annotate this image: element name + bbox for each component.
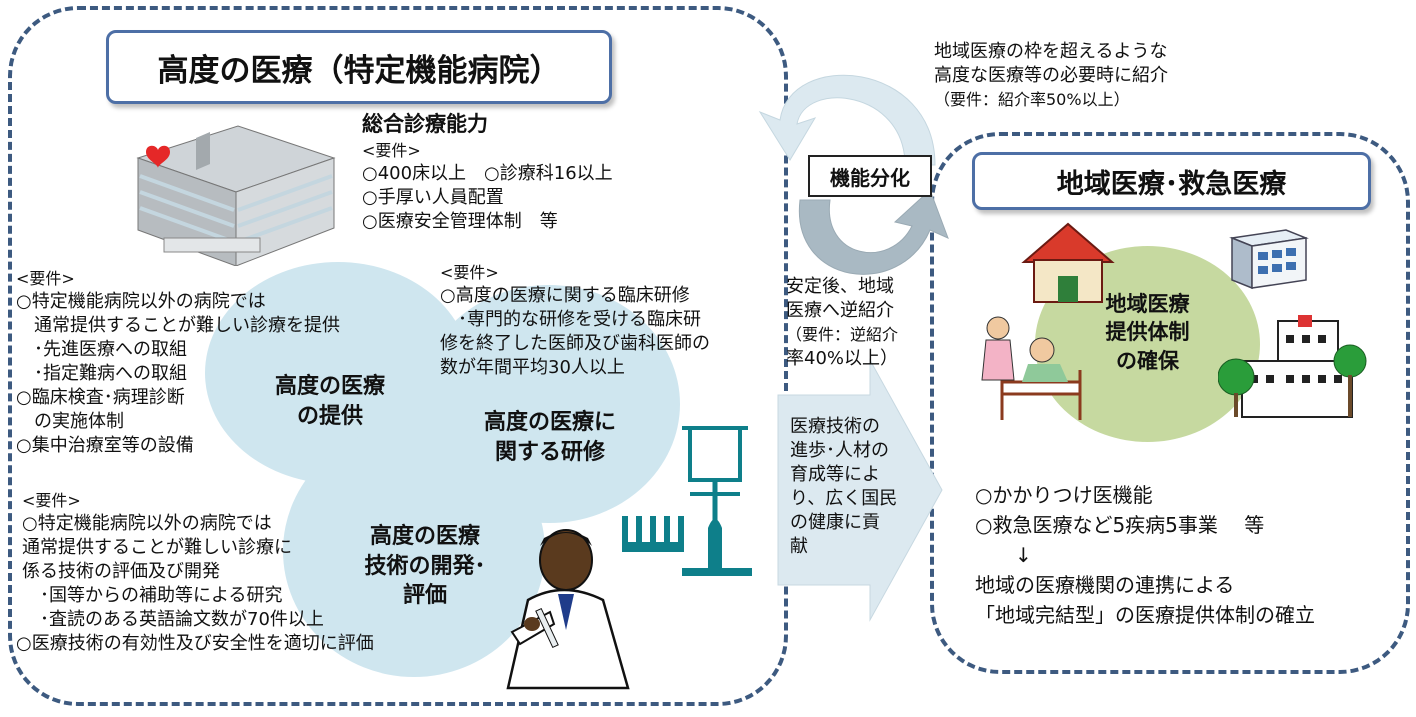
referral-note: 地域医療の枠を超えるような 高度な医療等の必要時に紹介 （要件：紹介率50%以上… <box>934 40 1168 112</box>
regional-line: 「地域完結型」の医療提供体制の確立 <box>975 603 1315 627</box>
advanced-care-title: 高度の医療（特定機能病院） <box>106 30 612 104</box>
regional-care-frame <box>930 132 1410 674</box>
referral-line: 地域医療の枠を超えるような <box>934 41 1168 62</box>
req-line: ･国等からの補助等による研究 <box>22 585 283 606</box>
training-requirements: <要件> ○高度の医療に関する臨床研修 ･専門的な研修を受ける臨床研 修を終了し… <box>440 262 710 380</box>
patient-care-icon <box>981 316 1082 420</box>
lower-curved-arrow <box>798 189 949 275</box>
house-icon <box>1021 222 1115 303</box>
development-circle <box>283 425 545 677</box>
regional-line: ○かかりつけ医機能 <box>975 483 1153 507</box>
capability-line: <要件> <box>362 141 421 160</box>
advanced-care-frame <box>8 6 788 706</box>
regional-care-title: 地域医療･救急医療 <box>972 152 1371 210</box>
req-line: ○特定機能病院以外の病院では <box>22 513 272 534</box>
req-line: <要件> <box>16 269 75 288</box>
req-line: ･専門的な研修を受ける臨床研 <box>440 309 701 330</box>
req-line: ･査読のある英語論文数が70件以上 <box>22 609 324 630</box>
req-line: 通常提供することが難しい診療を提供 <box>16 315 340 336</box>
hospital-icon <box>1218 315 1367 418</box>
req-line: ○集中治療室等の設備 <box>16 435 194 456</box>
req-line: ○医療技術の有効性及び安全性を適切に評価 <box>16 633 374 654</box>
capability-line: ○医療安全管理体制 等 <box>362 211 558 232</box>
req-line: <要件> <box>22 491 81 510</box>
req-line: ･先進医療への取組 <box>16 339 187 360</box>
capability-requirements: <要件> ○400床以上 ○診療科16以上 ○手厚い人員配置 ○医療安全管理体制… <box>362 140 613 234</box>
capability-heading: 総合診療能力 <box>362 112 488 136</box>
hospital-building-icon <box>136 125 336 266</box>
req-line: ○高度の医療に関する臨床研修 <box>440 285 690 306</box>
req-line: <要件> <box>440 263 499 282</box>
clinic-building-icon <box>1229 229 1309 290</box>
regional-line: ○救急医療など5疾病5事業 等 <box>975 513 1265 537</box>
development-requirements: <要件> ○特定機能病院以外の病院では 通常提供することが難しい診療に 係る技術… <box>16 490 374 656</box>
capability-line: ○400床以上 ○診療科16以上 <box>362 163 613 184</box>
contribution-line: り、広く国民 <box>790 488 898 509</box>
reverse-line: 医療へ逆紹介 <box>786 300 894 321</box>
req-line: 修を終了した医師及び歯科医師の <box>440 333 710 354</box>
regional-system-label: 地域医療 提供体制 の確保 <box>1105 292 1190 373</box>
reverse-line: 安定後、地域 <box>786 276 894 297</box>
req-line: ○臨床検査･病理診断 <box>16 387 185 408</box>
regional-functions: ○かかりつけ医機能 ○救急医療など5疾病5事業 等 ↓ 地域の医療機関の連携によ… <box>975 480 1315 630</box>
req-line: 通常提供することが難しい診療に <box>22 537 292 558</box>
reverse-referral-note: 安定後、地域 医療へ逆紹介 （要件：逆紹介 率40%以上） <box>786 275 898 371</box>
upper-curved-arrow <box>758 74 936 166</box>
req-line: ･指定難病への取組 <box>16 363 187 384</box>
contribution-arrow <box>777 358 943 622</box>
contribution-line: 育成等によ <box>790 464 880 485</box>
referral-line: （要件：紹介率50%以上） <box>934 90 1130 109</box>
down-arrow-icon: ↓ <box>975 543 1032 567</box>
req-line: 係る技術の評価及び開発 <box>22 561 220 582</box>
scientist-icon <box>506 529 630 690</box>
provision-requirements: <要件> ○特定機能病院以外の病院では 通常提供することが難しい診療を提供 ･先… <box>16 268 340 458</box>
lab-equipment-icon <box>622 426 752 576</box>
contribution-line: 医療技術の <box>790 416 880 437</box>
reverse-line: 率40%以上） <box>786 348 899 369</box>
req-line: 数が年間平均30人以上 <box>440 357 625 378</box>
contribution-line: 進歩･人材の <box>790 440 889 461</box>
provision-label: 高度の医療 の提供 <box>274 374 385 429</box>
req-line: の実施体制 <box>16 411 124 432</box>
regional-line: 地域の医療機関の連携による <box>975 573 1235 597</box>
contribution-line: 献 <box>790 536 808 557</box>
req-line: ○特定機能病院以外の病院では <box>16 291 266 312</box>
contribution-line: の健康に貢 <box>790 512 880 533</box>
function-differentiation-label: 機能分化 <box>808 155 932 197</box>
referral-line: 高度な医療等の必要時に紹介 <box>934 65 1168 86</box>
training-label: 高度の医療に 関する研修 <box>483 410 616 465</box>
contribution-note: 医療技術の 進歩･人材の 育成等によ り、広く国民 の健康に貢 献 <box>790 415 897 559</box>
reverse-line: （要件：逆紹介 <box>786 325 899 344</box>
development-label: 高度の医療 技術の開発･ 評価 <box>364 524 486 609</box>
capability-line: ○手厚い人員配置 <box>362 187 504 208</box>
